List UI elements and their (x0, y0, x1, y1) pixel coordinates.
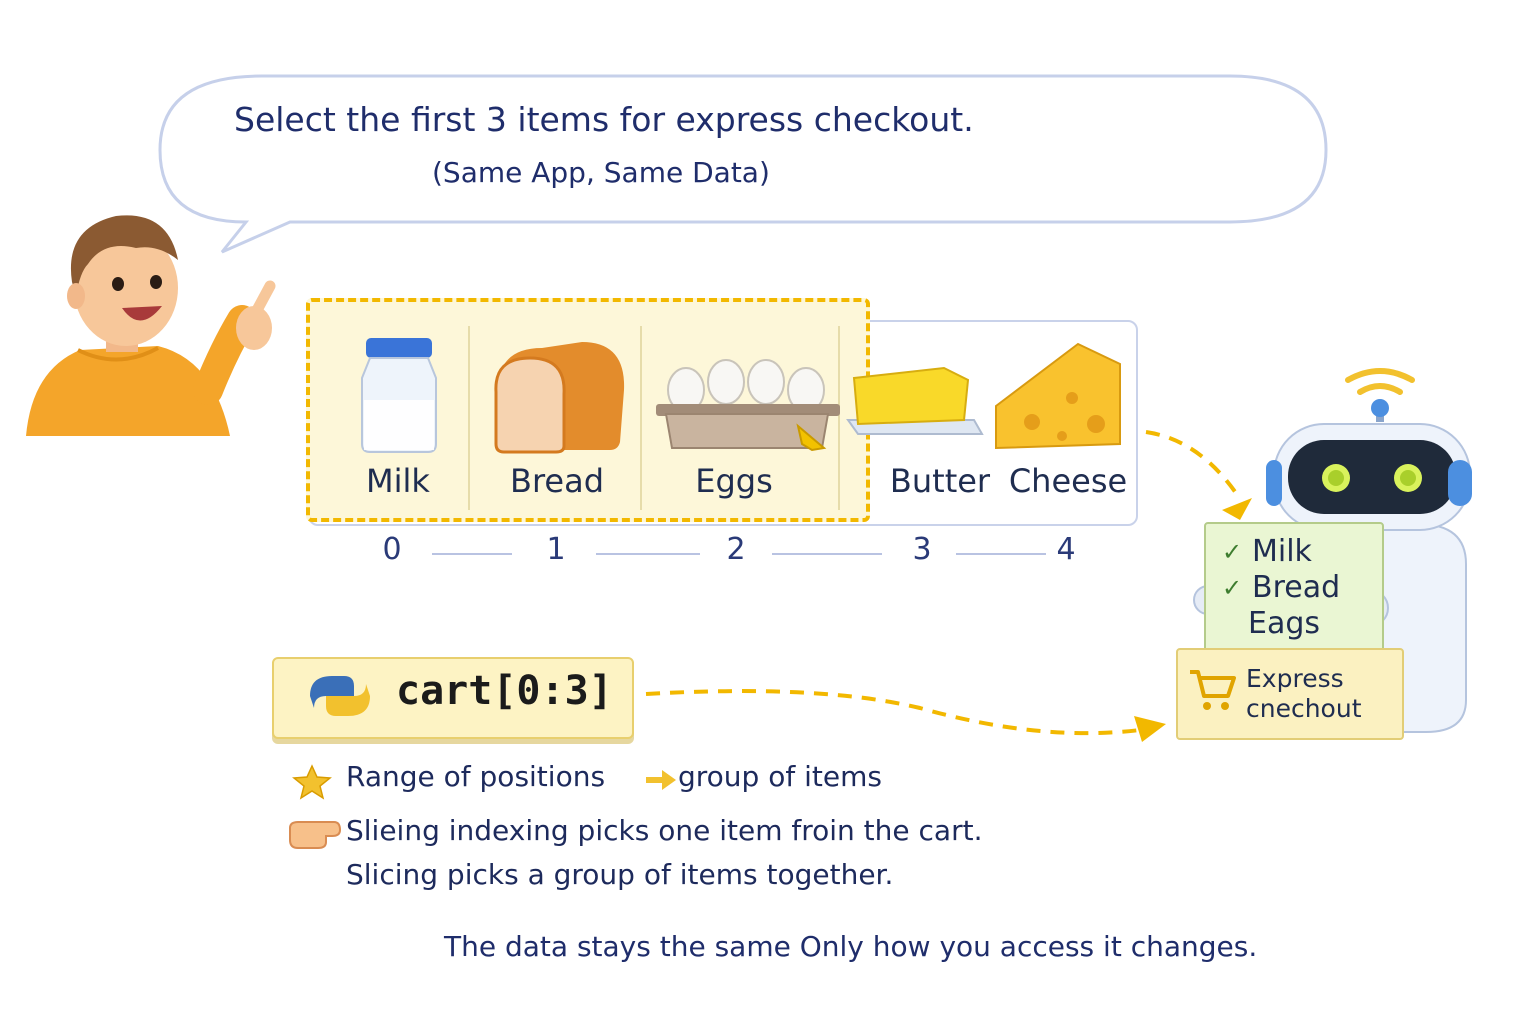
range-label: Range of positions (346, 760, 606, 793)
egg-carton-icon (656, 359, 840, 452)
butter-icon (846, 366, 984, 435)
code-snippet: cart[0:3] (396, 668, 613, 714)
index-label: 4 (1056, 532, 1076, 567)
checkmark-icon: ✓ (1222, 574, 1243, 602)
cell-divider (468, 326, 470, 510)
checkout-label: cnechout (1246, 694, 1362, 723)
checklist-card (1204, 522, 1384, 656)
checklist-item: Eags (1248, 606, 1321, 641)
group-label: group of items (678, 760, 882, 793)
index-connector (596, 553, 700, 555)
express-label: Express (1246, 664, 1344, 693)
index-label: 2 (726, 532, 746, 567)
cell-divider (838, 326, 840, 510)
item-label: Eggs (695, 462, 773, 500)
index-label: 3 (912, 532, 932, 567)
python-logo-icon (310, 676, 370, 716)
item-label: Bread (509, 462, 604, 500)
footer-caption: The data stays the same Only how you acc… (444, 930, 1258, 963)
item-label: Cheese (1008, 462, 1128, 500)
index-connector (956, 553, 1046, 555)
index-connector (432, 553, 512, 555)
slicing-explanation: Slicing picks a group of items together. (346, 858, 894, 891)
checkmark-icon: ✓ (1222, 538, 1243, 566)
checklist-item: Milk (1252, 534, 1312, 569)
milk-bottle-icon (361, 338, 437, 453)
index-connector (772, 553, 882, 555)
cell-divider (640, 326, 642, 510)
bubble-subtitle: (Same App, Same Data) (432, 156, 770, 189)
bread-icon (494, 342, 625, 454)
arrow-to-checkout (645, 689, 1141, 736)
indexing-explanation: Slieing indexing picks one item froin th… (346, 814, 983, 847)
star-icon (292, 764, 332, 800)
cheese-icon (995, 342, 1121, 450)
item-label: Butter (889, 462, 991, 500)
person-pointing-icon (26, 215, 276, 436)
shopping-cart-icon (1190, 670, 1236, 710)
arrow-right-icon (646, 770, 676, 790)
item-label: Milk (366, 462, 430, 500)
bubble-title: Select the first 3 items for express che… (234, 100, 974, 139)
index-label: 0 (382, 532, 402, 567)
index-label: 1 (546, 532, 566, 567)
arrow-head (1134, 716, 1166, 742)
pointing-hand-icon (289, 821, 342, 849)
checklist-item: Bread (1252, 570, 1341, 605)
